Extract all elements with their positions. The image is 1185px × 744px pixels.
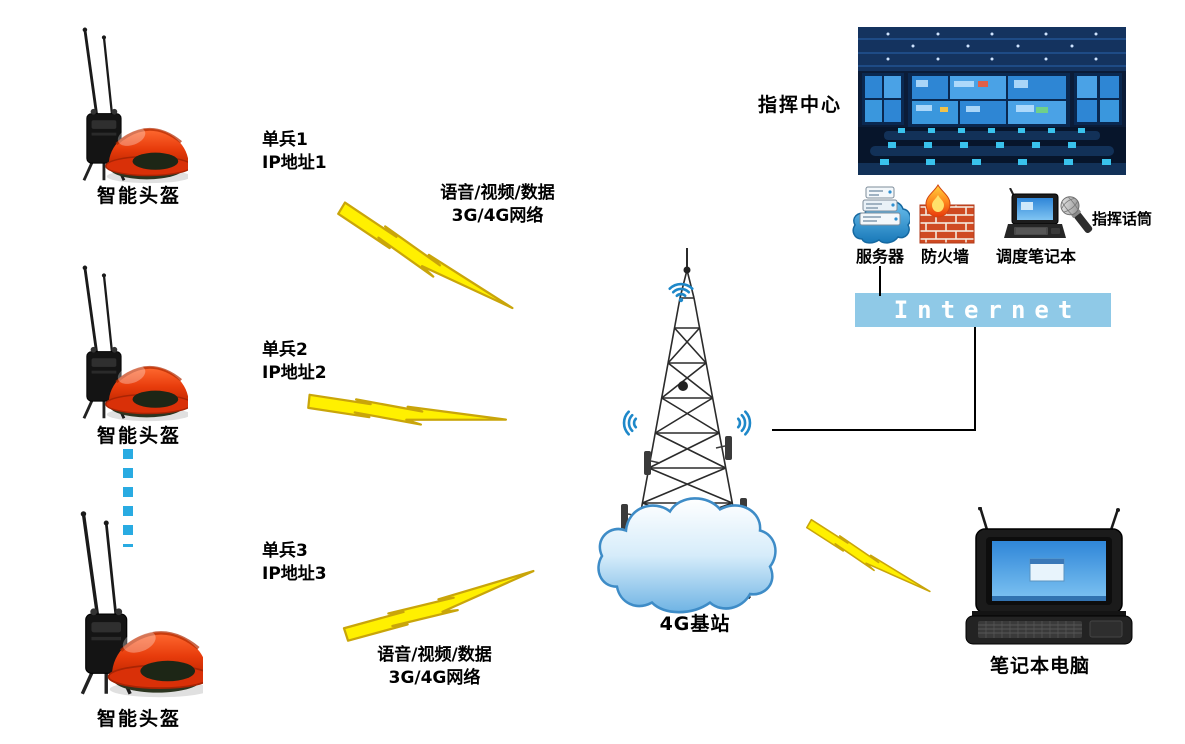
soldier-2-info: 单兵2 IP地址2 xyxy=(262,339,327,385)
base-station-tower-icon xyxy=(597,248,777,614)
helmet-label-2: 智能头盔 xyxy=(97,425,182,447)
link-caption-bottom-line1: 语音/视频/数据 xyxy=(377,645,492,665)
link-caption-top: 语音/视频/数据 3G/4G网络 xyxy=(405,182,590,228)
smart-helmet-icon xyxy=(79,509,203,699)
internet-banner: Internet xyxy=(855,293,1111,327)
firewall-icon xyxy=(919,183,975,244)
server-icon xyxy=(852,186,910,244)
command-center-label: 指挥中心 xyxy=(758,94,843,116)
dispatch-laptop-label: 调度笔记本 xyxy=(995,247,1076,266)
soldier-1-ip: IP地址1 xyxy=(262,153,327,173)
soldier-1-name: 单兵1 xyxy=(262,130,308,150)
helmet-label-3: 智能头盔 xyxy=(97,708,182,730)
antenna-panels xyxy=(621,436,747,530)
cloud-icon xyxy=(597,497,777,614)
server-label: 服务器 xyxy=(855,247,904,266)
command-center-photo xyxy=(858,27,1126,175)
soldier-1-info: 单兵1 IP地址1 xyxy=(262,129,327,175)
wifi-icon xyxy=(622,282,752,436)
smart-helmet-icon xyxy=(81,264,188,423)
link-caption-bottom-line2: 3G/4G网络 xyxy=(388,668,481,688)
link-caption-bottom: 语音/视频/数据 3G/4G网络 xyxy=(342,644,527,690)
internet-label: Internet xyxy=(893,296,1082,324)
microphone-label: 指挥话筒 xyxy=(1092,210,1153,228)
smart-helmet-icon xyxy=(81,26,188,185)
lightning-bolt-icon xyxy=(304,360,508,455)
field-laptop-icon xyxy=(965,507,1133,645)
base-station-label: 4G基站 xyxy=(659,613,731,635)
firewall-label: 防火墙 xyxy=(920,247,969,266)
soldier-2-ip: IP地址2 xyxy=(262,363,327,383)
dispatch-laptop-icon xyxy=(1004,188,1066,238)
link-caption-top-line2: 3G/4G网络 xyxy=(451,206,544,226)
soldier-3-info: 单兵3 IP地址3 xyxy=(262,540,327,586)
field-laptop-label: 笔记本电脑 xyxy=(989,655,1090,677)
microphone-icon xyxy=(1060,196,1093,234)
link-caption-top-line1: 语音/视频/数据 xyxy=(440,183,555,203)
helmet-label-1: 智能头盔 xyxy=(97,185,182,207)
internet-tower-link-line xyxy=(772,327,976,431)
soldier-3-name: 单兵3 xyxy=(262,541,308,561)
soldier-3-ip: IP地址3 xyxy=(262,564,327,584)
soldier-2-name: 单兵2 xyxy=(262,340,308,360)
lightning-bolt-icon xyxy=(798,518,941,593)
